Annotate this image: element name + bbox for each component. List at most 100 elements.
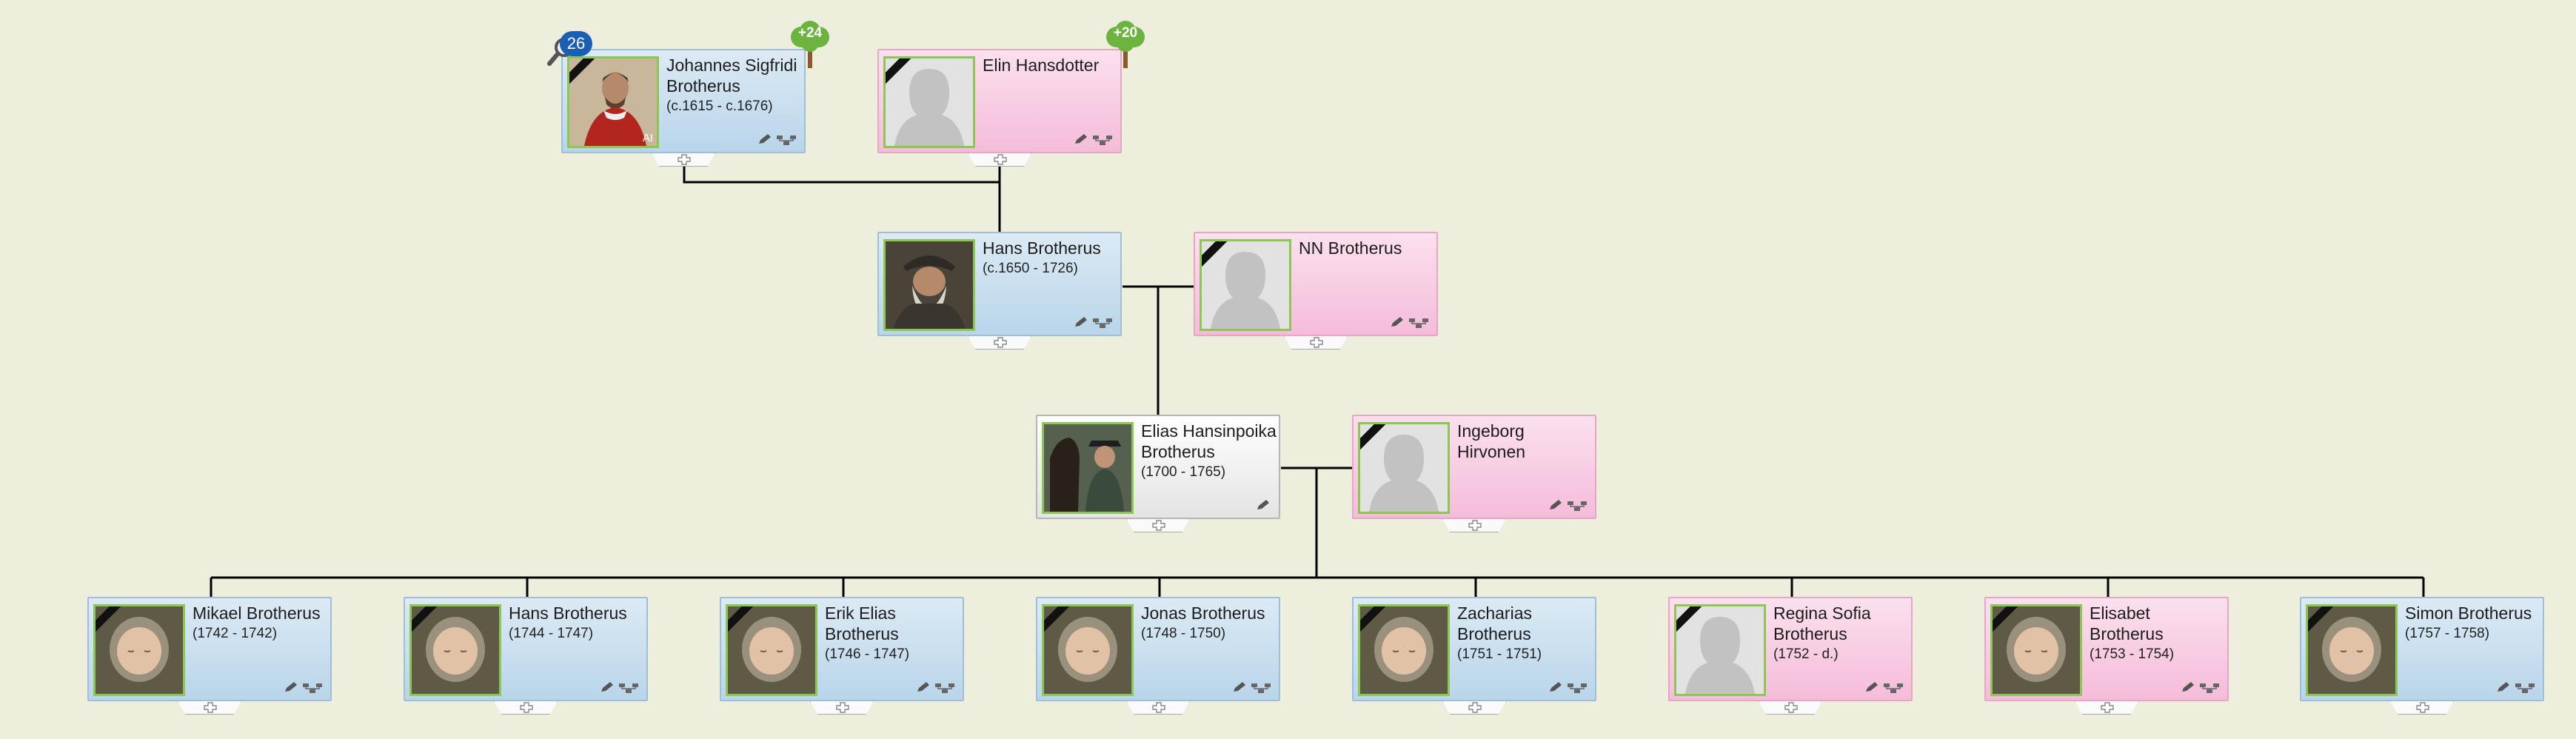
family-tree-icon[interactable] [1408, 317, 1429, 329]
person-name-block[interactable]: NN Brotherus [1299, 238, 1435, 258]
family-tree-icon[interactable] [302, 682, 323, 694]
person-name-block[interactable]: Zacharias Brotherus (1751 - 1751) [1457, 603, 1593, 665]
family-tree-icon[interactable] [1092, 134, 1113, 146]
portrait-placeholder[interactable] [1674, 604, 1766, 696]
ancestors-badge[interactable]: +24 [786, 21, 834, 68]
pencil-icon[interactable] [2180, 681, 2196, 694]
person-name-block[interactable]: Hans Brotherus (c.1650 - 1726) [983, 238, 1119, 279]
person-name[interactable]: Elin Hansdotter [983, 56, 1100, 75]
expand-button[interactable] [1126, 519, 1190, 532]
family-tree-icon[interactable] [934, 682, 955, 694]
portrait-photo[interactable] [726, 604, 817, 696]
portrait-placeholder[interactable] [1200, 239, 1291, 331]
portrait-photo[interactable] [409, 604, 501, 696]
pencil-icon[interactable] [1548, 681, 1564, 694]
person-name-block[interactable]: Elias Hansinpoika Brotherus (1700 - 1765… [1141, 421, 1277, 483]
expand-button[interactable] [1126, 701, 1190, 715]
pencil-icon[interactable] [2495, 681, 2512, 694]
portrait-photo[interactable] [1990, 604, 2082, 696]
person-name-block[interactable]: Simon Brotherus (1757 - 1758) [2405, 603, 2541, 644]
portrait-placeholder[interactable] [883, 56, 975, 148]
person-card-nn-brotherus[interactable]: NN Brotherus [1194, 232, 1438, 336]
portrait-photo[interactable] [1042, 422, 1134, 514]
person-name[interactable]: Mikael Brotherus [193, 603, 321, 623]
family-tree-icon[interactable] [2515, 682, 2535, 694]
person-card-hans-brotherus[interactable]: Hans Brotherus (c.1650 - 1726) [877, 232, 1122, 336]
person-name-block[interactable]: Erik Elias Brotherus (1746 - 1747) [825, 603, 961, 665]
expand-button[interactable] [1284, 336, 1348, 350]
expand-button[interactable] [968, 336, 1031, 350]
family-tree-icon[interactable] [1883, 682, 1904, 694]
person-name-block[interactable]: Elisabet Brotherus (1753 - 1754) [2090, 603, 2226, 665]
family-tree-icon[interactable] [1251, 682, 1271, 694]
portrait-photo[interactable] [1358, 604, 1450, 696]
person-name[interactable]: Elisabet Brotherus [2090, 603, 2164, 643]
person-name-block[interactable]: Regina Sofia Brotherus (1752 - d.) [1773, 603, 1910, 665]
expand-button[interactable] [652, 153, 715, 167]
pencil-icon[interactable] [915, 681, 931, 694]
pencil-icon[interactable] [757, 133, 773, 146]
person-name-block[interactable]: Johannes Sigfridi Brotherus (c.1615 - c.… [666, 55, 803, 117]
family-tree-icon[interactable] [1092, 317, 1113, 329]
person-name-block[interactable]: Elin Hansdotter [983, 55, 1119, 76]
person-card-hans-brotherus-child[interactable]: Hans Brotherus (1744 - 1747) [404, 597, 648, 701]
pencil-icon[interactable] [1073, 133, 1089, 146]
ancestors-badge[interactable]: +20 [1102, 21, 1149, 68]
person-name[interactable]: Johannes Sigfridi Brotherus [666, 56, 797, 96]
person-name[interactable]: Zacharias Brotherus [1457, 603, 1532, 643]
person-card-elisabet-brotherus[interactable]: Elisabet Brotherus (1753 - 1754) [1984, 597, 2229, 701]
person-card-erik-elias-brotherus[interactable]: Erik Elias Brotherus (1746 - 1747) [720, 597, 964, 701]
family-tree-icon[interactable] [618, 682, 639, 694]
expand-button[interactable] [1442, 701, 1506, 715]
person-card-elin-hansdotter[interactable]: Elin Hansdotter [877, 49, 1122, 153]
person-name[interactable]: Simon Brotherus [2405, 603, 2532, 623]
expand-button[interactable] [810, 701, 874, 715]
person-name[interactable]: Elias Hansinpoika Brotherus [1141, 421, 1277, 461]
person-name-block[interactable]: Mikael Brotherus (1742 - 1742) [193, 603, 329, 644]
person-card-johannes-sigfridi-brotherus[interactable]: AI Johannes Sigfridi Brotherus (c.1615 -… [561, 49, 806, 153]
expand-button[interactable] [968, 153, 1031, 167]
person-name[interactable]: Hans Brotherus [509, 603, 627, 623]
pencil-icon[interactable] [1255, 498, 1271, 512]
expand-button[interactable] [494, 701, 558, 715]
search-matches-badge[interactable]: 26 [546, 31, 592, 73]
person-card-zacharias-brotherus[interactable]: Zacharias Brotherus (1751 - 1751) [1352, 597, 1596, 701]
person-card-ingeborg-hirvonen[interactable]: Ingeborg Hirvonen [1352, 415, 1596, 519]
person-name[interactable]: Jonas Brotherus [1141, 603, 1265, 623]
pencil-icon[interactable] [1073, 315, 1089, 329]
family-tree-icon[interactable] [1567, 500, 1588, 512]
person-card-jonas-brotherus[interactable]: Jonas Brotherus (1748 - 1750) [1036, 597, 1280, 701]
person-name[interactable]: Hans Brotherus [983, 238, 1101, 258]
person-card-regina-sofia-brotherus[interactable]: Regina Sofia Brotherus (1752 - d.) [1668, 597, 1913, 701]
person-card-simon-brotherus[interactable]: Simon Brotherus (1757 - 1758) [2300, 597, 2544, 701]
pencil-icon[interactable] [599, 681, 615, 694]
expand-button[interactable] [1759, 701, 1822, 715]
person-name[interactable]: NN Brotherus [1299, 238, 1402, 258]
pencil-icon[interactable] [283, 681, 299, 694]
portrait-photo[interactable] [1042, 604, 1134, 696]
expand-button[interactable] [2075, 701, 2138, 715]
portrait-placeholder[interactable] [1358, 422, 1450, 514]
portrait-photo[interactable] [883, 239, 975, 331]
expand-button[interactable] [178, 701, 241, 715]
portrait-photo[interactable] [93, 604, 185, 696]
person-name[interactable]: Regina Sofia Brotherus [1773, 603, 1871, 643]
pencil-icon[interactable] [1864, 681, 1880, 694]
person-name-block[interactable]: Hans Brotherus (1744 - 1747) [509, 603, 645, 644]
family-tree-icon[interactable] [2199, 682, 2220, 694]
pencil-icon[interactable] [1231, 681, 1248, 694]
person-name-block[interactable]: Ingeborg Hirvonen [1457, 421, 1593, 462]
family-tree-icon[interactable] [1567, 682, 1588, 694]
family-tree-icon[interactable] [776, 134, 797, 146]
person-name[interactable]: Ingeborg Hirvonen [1457, 421, 1526, 461]
pencil-icon[interactable] [1548, 498, 1564, 512]
person-name[interactable]: Erik Elias Brotherus [825, 603, 899, 643]
expand-button[interactable] [1442, 519, 1506, 532]
person-card-mikael-brotherus[interactable]: Mikael Brotherus (1742 - 1742) [87, 597, 332, 701]
person-card-elias-hansinpoika-brotherus[interactable]: Elias Hansinpoika Brotherus (1700 - 1765… [1036, 415, 1280, 519]
portrait-photo[interactable] [2306, 604, 2398, 696]
portrait-photo[interactable]: AI [567, 56, 659, 148]
pencil-icon[interactable] [1389, 315, 1405, 329]
expand-button[interactable] [2390, 701, 2454, 715]
person-name-block[interactable]: Jonas Brotherus (1748 - 1750) [1141, 603, 1277, 644]
